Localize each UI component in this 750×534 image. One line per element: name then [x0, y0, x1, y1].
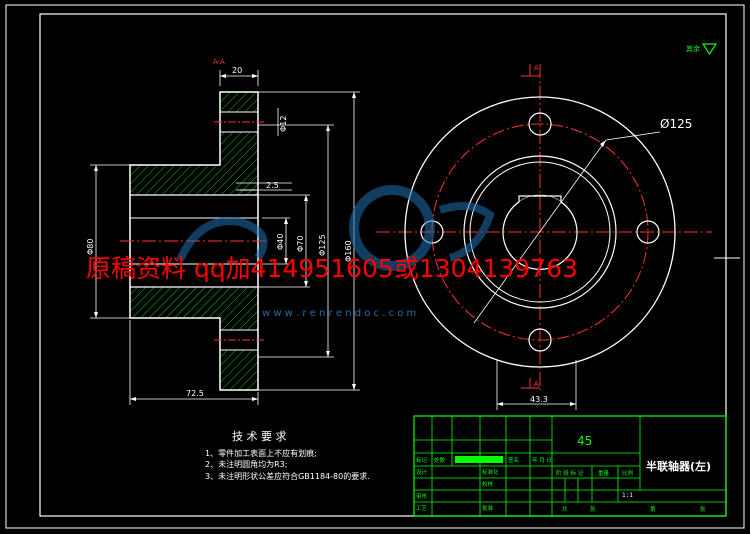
label-total: 共	[562, 505, 568, 513]
label-sheets: 张	[590, 505, 596, 513]
row-label-sign: 签名	[508, 456, 519, 464]
label-approve: 批准	[482, 504, 494, 512]
dim-dia-125-small: Φ125	[318, 234, 327, 256]
section-a-top: A	[534, 64, 539, 72]
label-check: 校核	[482, 480, 494, 488]
tech-item-3: 3、未注明形状公差应符合GB1184-80的要求.	[205, 471, 370, 481]
label-sheet: 张	[700, 505, 706, 513]
dim-length: 72.5	[186, 389, 204, 398]
watermark-url: w w w . r e n r e n d o c . c o m	[262, 308, 416, 319]
dim-dia-12: Φ12	[279, 116, 288, 132]
dim-key-width: 43.3	[530, 395, 548, 404]
section-mark: A-A	[213, 58, 225, 66]
section-a-bottom: A	[534, 380, 539, 388]
title-part-name: 半联轴器(左)	[646, 459, 711, 473]
tech-item-1: 1、零件加工表面上不应有划痕;	[205, 448, 317, 458]
dim-dia-70: Φ70	[296, 236, 305, 252]
tech-requirements: 技 术 要 求 1、零件加工表面上不应有划痕; 2、未注明圆角均为R3; 3、未…	[205, 430, 370, 481]
row-label-mark: 标记	[416, 456, 428, 464]
dim-flange-width: 20	[232, 66, 242, 75]
dim-dia-80: Φ80	[86, 239, 95, 255]
inner-frame	[39, 13, 727, 517]
row-label-count: 处数	[434, 456, 446, 464]
tech-title: 技 术 要 求	[232, 430, 287, 443]
outer-frame	[5, 4, 745, 529]
dim-keyway: 2.5	[266, 181, 279, 190]
dim-dia-40: Φ40	[276, 234, 285, 250]
label-design: 设计	[416, 468, 428, 476]
label-weight: 重量	[598, 469, 610, 477]
watermark-text: 原稿资料 qq加414951605或1304139763	[86, 254, 578, 283]
title-material: 45	[577, 434, 592, 448]
label-standard: 标准化	[482, 468, 499, 476]
title-scale: 1:1	[622, 492, 633, 499]
title-block: 45 半联轴器(左) 1:1 标记 处数 分区 签名 年 月 日 设计 标准化 …	[413, 415, 727, 517]
row-label-date: 年 月 日	[532, 456, 552, 464]
label-process: 工艺	[416, 505, 428, 512]
label-review: 审核	[416, 492, 428, 500]
roughness-icon	[701, 43, 718, 56]
label-no: 第	[650, 505, 656, 513]
watermark-logo	[176, 185, 495, 271]
section-view: A-A 20 2.5 72.5 Φ12 Φ80 Φ40 Φ70 Φ125 Φ16…	[86, 58, 360, 405]
dim-dia-160: Φ160	[344, 240, 353, 262]
dim-bolt-circle: Ø125	[660, 117, 692, 131]
roughness-label: 其余	[686, 44, 700, 53]
label-stage: 阶 段 标 记	[556, 469, 584, 477]
row-label-zone: 分区	[456, 456, 468, 464]
tech-item-2: 2、未注明圆角均为R3;	[205, 459, 287, 469]
label-scale: 比例	[622, 469, 634, 477]
